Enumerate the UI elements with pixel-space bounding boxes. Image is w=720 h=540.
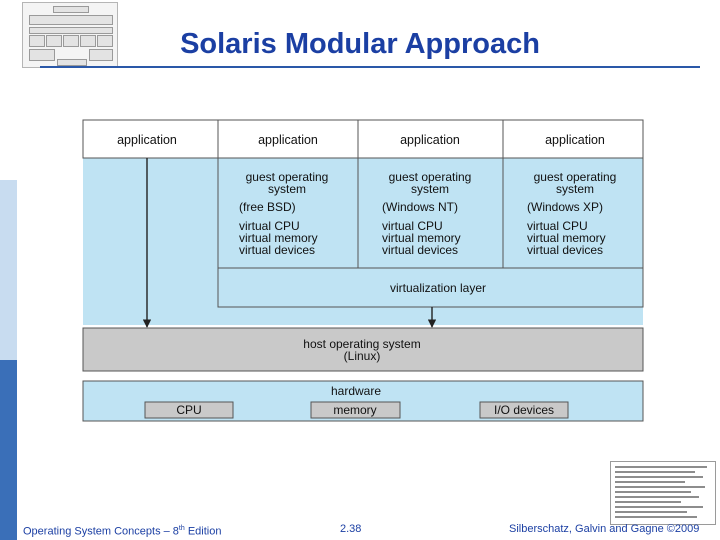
app-label-guest-2: application — [400, 133, 460, 147]
guest-os-box-2 — [357, 157, 504, 269]
thumbnail-diagram-icon — [22, 2, 118, 68]
title-underline — [40, 66, 700, 68]
virtualization-layer-label: virtualization layer — [390, 281, 486, 295]
host-app-area — [83, 158, 218, 325]
footer-book-title-sup: th — [178, 525, 185, 532]
application-box-guest-2 — [357, 119, 504, 159]
hardware-memory-label: memory — [333, 403, 376, 417]
hardware-memory-box — [310, 401, 401, 419]
guest-os-3-vcpu: virtual CPU — [527, 219, 588, 233]
guest-os-2-name: (Windows NT) — [382, 200, 458, 214]
app-label-host: application — [117, 133, 177, 147]
hardware-cpu-label: CPU — [176, 403, 201, 417]
guest-os-1-line1: guest operating — [246, 170, 329, 184]
slide-title: Solaris Modular Approach — [180, 28, 540, 60]
hardware-io-box — [479, 401, 569, 419]
hardware-cpu-box — [144, 401, 234, 419]
hardware-label: hardware — [331, 384, 381, 398]
guest-os-box-3 — [502, 157, 644, 269]
thumbnail-terminal-icon — [610, 461, 716, 525]
guest-os-3-vmem: virtual memory — [527, 231, 606, 245]
hardware-io-label: I/O devices — [494, 403, 554, 417]
guest-os-2-vmem: virtual memory — [382, 231, 461, 245]
footer-copyright: Silberschatz, Galvin and Gagne ©2009 — [509, 523, 700, 535]
footer-book-title-prefix: Operating System Concepts – 8 — [23, 525, 179, 538]
guest-os-3-name: (Windows XP) — [527, 200, 603, 214]
guest-os-3-line2: system — [556, 182, 594, 196]
virtualization-layer-box — [217, 267, 644, 308]
guest-os-1-vdev: virtual devices — [239, 243, 315, 257]
host-os-line1: host operating system — [303, 337, 420, 351]
left-accent-bar — [0, 0, 17, 540]
app-label-guest-3: application — [545, 133, 605, 147]
guest-os-1-name: (free BSD) — [239, 200, 296, 214]
lower-blue-strip — [83, 307, 643, 325]
guest-os-2-line2: system — [411, 182, 449, 196]
host-os-line2: (Linux) — [344, 349, 381, 363]
guest-os-2-line1: guest operating — [389, 170, 472, 184]
guest-os-1-vmem: virtual memory — [239, 231, 318, 245]
application-box-guest-3 — [502, 119, 644, 159]
guest-os-3-line1: guest operating — [534, 170, 617, 184]
guest-os-1-line2: system — [268, 182, 306, 196]
guest-os-2-vdev: virtual devices — [382, 243, 458, 257]
footer-book-title-suffix: Edition — [184, 525, 222, 538]
host-os-box — [82, 327, 644, 372]
app-label-guest-1: application — [258, 133, 318, 147]
guest-os-2-vcpu: virtual CPU — [382, 219, 443, 233]
application-box-host — [82, 119, 219, 159]
footer-book-title: Operating System Concepts – 8th Edition — [23, 522, 221, 539]
guest-os-1-vcpu: virtual CPU — [239, 219, 300, 233]
footer-page-number: 2.38 — [340, 523, 362, 535]
guest-os-box-1 — [217, 157, 359, 269]
guest-os-3-vdev: virtual devices — [527, 243, 603, 257]
